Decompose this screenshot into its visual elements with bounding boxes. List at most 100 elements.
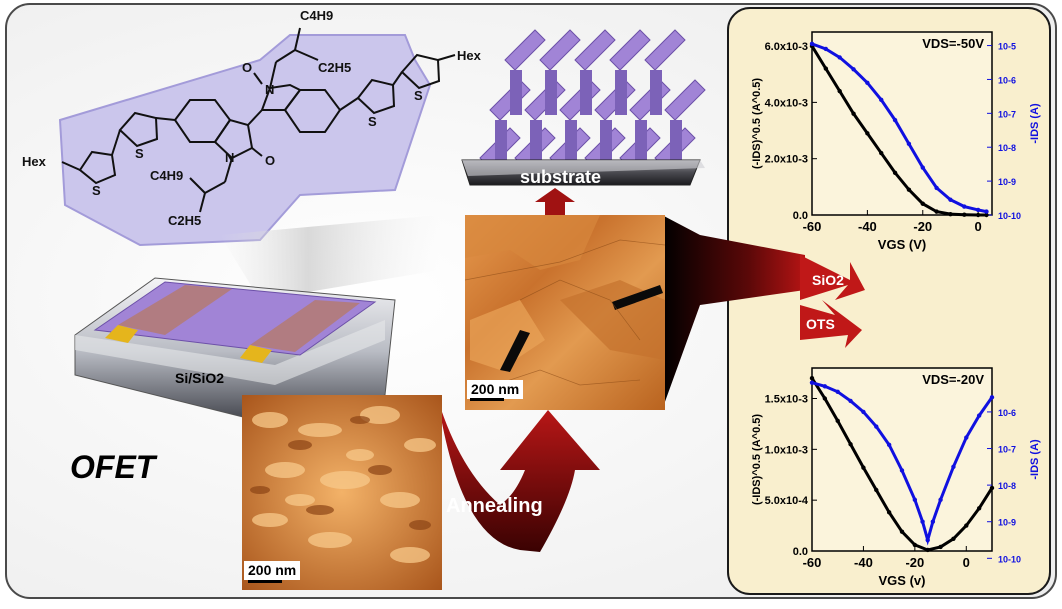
ofet-label: OFET xyxy=(70,449,158,485)
data-point xyxy=(906,187,912,192)
afm-image-bottom xyxy=(242,395,442,590)
x-tick-label: -40 xyxy=(854,555,873,570)
oxygen-bottom-label: O xyxy=(265,153,275,168)
data-point xyxy=(989,395,995,400)
crystal-stack xyxy=(461,29,706,186)
data-point xyxy=(851,67,856,72)
data-point xyxy=(837,88,842,94)
source-electrode xyxy=(105,325,138,343)
data-point xyxy=(920,519,925,524)
sio2-arrow xyxy=(800,255,865,300)
data-point xyxy=(835,389,840,394)
data-point xyxy=(938,544,943,550)
x-tick-label: -20 xyxy=(905,555,924,570)
sulfur-label: S xyxy=(368,114,377,129)
sulfur-label: S xyxy=(92,183,101,198)
data-point xyxy=(822,396,828,401)
chart-title: VDS=-20V xyxy=(922,372,984,387)
y-left-tick-label: 6.0x10-3 xyxy=(765,41,808,53)
x-axis-label: VGS (V) xyxy=(878,237,926,252)
x-tick-label: -20 xyxy=(913,219,932,234)
data-point xyxy=(851,111,856,116)
y-left-tick-label: 1.5x10-3 xyxy=(765,394,808,406)
data-point xyxy=(951,464,956,470)
y-left-tick-label: 5.0x10-4 xyxy=(765,495,809,507)
y-right-tick-label: 10-9 xyxy=(998,177,1016,187)
y-right-tick-label: 10-7 xyxy=(998,109,1016,119)
molecule-backdrop xyxy=(58,34,432,247)
x-tick-label: -60 xyxy=(803,555,822,570)
hex-right-label: Hex xyxy=(457,48,482,63)
data-point xyxy=(809,41,815,47)
c4h9-bottom-label: C4H9 xyxy=(150,168,183,183)
annealing-label: Annealing xyxy=(446,495,543,517)
data-point xyxy=(912,497,918,502)
data-point xyxy=(822,384,828,389)
y-right-tick-label: 10-10 xyxy=(998,554,1021,564)
afm-bottom-scale-bar xyxy=(248,580,282,583)
data-point xyxy=(975,212,981,218)
data-point xyxy=(809,380,815,385)
hex-left-label: Hex xyxy=(22,154,47,169)
y-right-axis-label: -IDS (A) xyxy=(1029,439,1041,480)
data-point xyxy=(874,487,879,493)
data-point xyxy=(934,185,939,191)
sqrt-current-series xyxy=(810,45,987,217)
device-substrate-label: Si/SiO2 xyxy=(175,370,224,386)
data-point xyxy=(809,375,815,381)
data-point xyxy=(951,536,956,541)
drain-electrode xyxy=(240,345,272,363)
data-point xyxy=(930,519,936,524)
data-point xyxy=(848,442,853,447)
y-left-tick-label: 0.0 xyxy=(793,546,808,558)
y-left-axis-label: (-IDS)^0.5 (A^0.5) xyxy=(751,78,763,169)
data-point xyxy=(912,542,918,548)
data-point xyxy=(861,465,866,470)
data-point xyxy=(964,435,969,440)
sulfur-label: S xyxy=(135,146,144,161)
afm-top-scale-bar xyxy=(470,398,504,401)
data-point xyxy=(934,209,939,214)
c2h5-bottom-label: C2H5 xyxy=(168,213,201,228)
data-point xyxy=(975,207,981,213)
chart-title: VDS=-50V xyxy=(922,36,984,51)
y-left-tick-label: 1.0x10-3 xyxy=(765,444,808,456)
x-tick-label: -60 xyxy=(803,219,822,234)
data-point xyxy=(823,66,829,71)
data-point xyxy=(976,506,982,511)
y-right-tick-label: 10-9 xyxy=(998,518,1016,528)
data-point xyxy=(865,80,870,86)
data-point xyxy=(837,55,842,60)
nitrogen-top-label: N xyxy=(265,82,274,97)
data-point xyxy=(874,424,879,429)
data-point xyxy=(892,170,898,175)
plot-area xyxy=(811,31,993,216)
oxygen-top-label: O xyxy=(242,60,252,75)
c4h9-top-label: C4H9 xyxy=(300,8,333,23)
data-point xyxy=(989,485,995,491)
data-point xyxy=(886,510,892,515)
data-point xyxy=(899,529,905,534)
device-shadow xyxy=(220,215,440,300)
data-point xyxy=(899,468,905,473)
y-left-axis-label: (-IDS)^0.5 (A^0.5) xyxy=(751,414,763,505)
data-point xyxy=(962,212,967,217)
ots-label: OTS xyxy=(806,316,835,332)
data-point xyxy=(892,117,898,123)
molecule-structure xyxy=(61,27,456,213)
plot-area xyxy=(811,367,993,552)
data-point xyxy=(823,46,829,52)
x-tick-label: 0 xyxy=(963,555,970,570)
data-point xyxy=(920,201,925,206)
data-point xyxy=(879,150,884,156)
data-point xyxy=(976,413,982,418)
y-right-tick-label: 10-6 xyxy=(998,408,1016,418)
ots-arrow xyxy=(800,300,862,348)
y-right-tick-label: 10-8 xyxy=(998,143,1016,153)
data-point xyxy=(925,547,930,553)
transfer-arrow xyxy=(662,215,805,410)
data-point xyxy=(984,209,989,214)
